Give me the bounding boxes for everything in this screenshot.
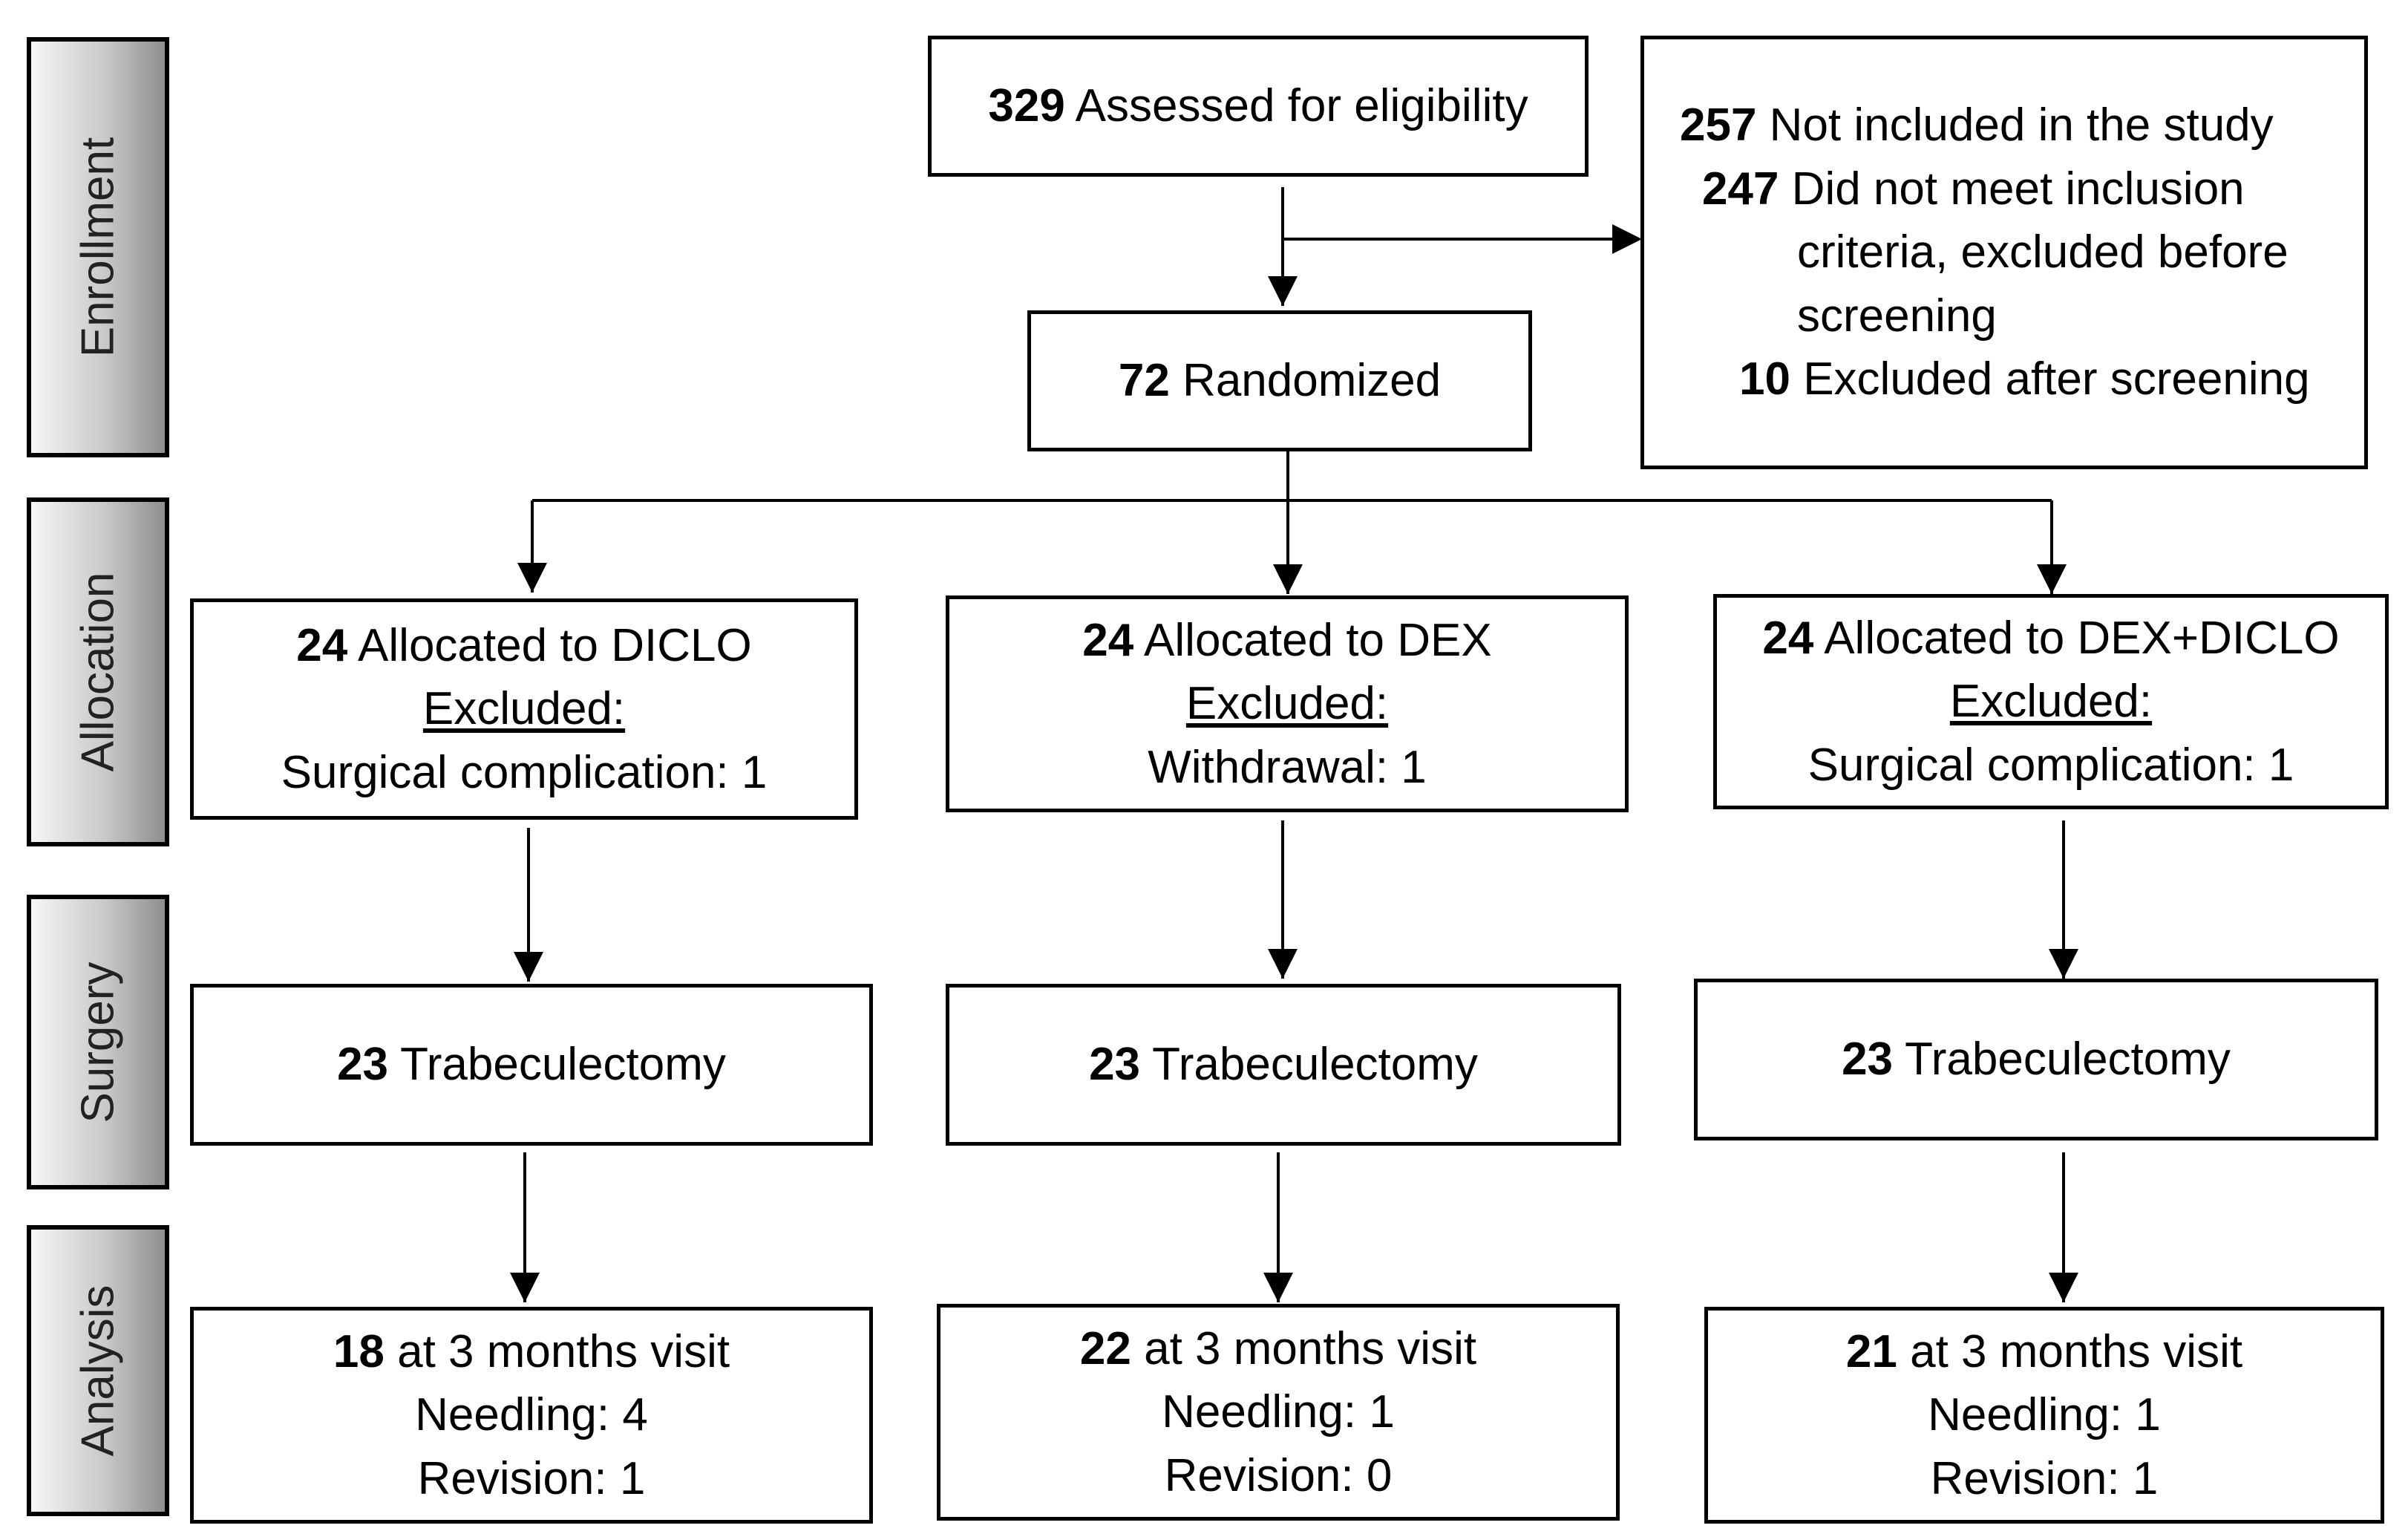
criteria-line-1: 247 Did not meet inclusion xyxy=(1680,157,2245,221)
allocated-count: 24 xyxy=(296,619,348,671)
excluded-label: Excluded: xyxy=(1185,678,1389,730)
excluded-reason: Withdrawal: 1 xyxy=(1148,741,1427,793)
arrowhead-analysis-1 xyxy=(510,1273,540,1302)
visit-text: at 3 months visit xyxy=(1131,1322,1477,1374)
not-included-box: 257 Not included in the study 247 Did no… xyxy=(1640,36,2368,469)
arrowhead-alloc-dex xyxy=(1273,564,1303,594)
stage-enrollment: Enrollment xyxy=(27,37,169,457)
arrowhead-not-included xyxy=(1612,224,1642,254)
surgery-line: 23 Trabeculectomy xyxy=(1089,1033,1478,1097)
arrowhead-surgery-1 xyxy=(514,952,543,982)
arrowhead-alloc-diclo xyxy=(517,563,547,593)
assessed-count: 329 xyxy=(988,80,1065,132)
excluded-label: Excluded: xyxy=(422,683,626,735)
criteria-text-2: criteria, excluded before xyxy=(1797,226,2288,278)
allocation-box-dex-diclo: 24 Allocated to DEX+DICLO Excluded: Surg… xyxy=(1713,594,2389,809)
arrowhead-surgery-2 xyxy=(1268,949,1298,979)
not-included-text: Not included in the study xyxy=(1756,99,2274,151)
surgery-text: Trabeculectomy xyxy=(1140,1039,1478,1091)
randomized-count: 72 xyxy=(1118,355,1170,407)
randomized-line: 72 Randomized xyxy=(1119,349,1441,413)
surgery-text: Trabeculectomy xyxy=(388,1039,726,1091)
surgery-count: 23 xyxy=(1089,1039,1141,1091)
allocated-text: Allocated to DICLO xyxy=(347,619,752,671)
screening-count: 10 xyxy=(1739,353,1790,405)
arrowhead-randomized xyxy=(1268,276,1298,306)
allocated-text: Allocated to DEX+DICLO xyxy=(1813,612,2340,664)
stage-enrollment-label: Enrollment xyxy=(72,137,124,358)
excluded-reason: Surgical complication: 1 xyxy=(281,746,768,798)
criteria-text-1: Did not meet inclusion xyxy=(1779,163,2245,215)
revision-text: Revision: 1 xyxy=(1930,1452,2159,1504)
needling-text: Needling: 1 xyxy=(1928,1389,2161,1441)
allocated-text: Allocated to DEX xyxy=(1133,614,1492,666)
allocated-line: 24 Allocated to DEX xyxy=(1082,609,1491,673)
visit-text: at 3 months visit xyxy=(384,1325,730,1377)
screening-line: 10 Excluded after screening xyxy=(1680,347,2310,411)
criteria-line-2: criteria, excluded before xyxy=(1680,221,2288,284)
assessed-line: 329 Assessed for eligibility xyxy=(988,74,1528,138)
randomized-box: 72 Randomized xyxy=(1027,310,1532,451)
surgery-text: Trabeculectomy xyxy=(1893,1034,2231,1086)
assessed-box: 329 Assessed for eligibility xyxy=(928,36,1589,177)
revision-text: Revision: 0 xyxy=(1164,1449,1393,1501)
analysis-box-dex-diclo: 21 at 3 months visit Needling: 1 Revisio… xyxy=(1704,1307,2384,1524)
visit-count: 22 xyxy=(1079,1322,1131,1374)
arrowhead-surgery-3 xyxy=(2049,949,2078,979)
surgery-box-dex: 23 Trabeculectomy xyxy=(946,984,1621,1146)
allocated-line: 24 Allocated to DEX+DICLO xyxy=(1762,607,2339,670)
visit-count: 21 xyxy=(1845,1325,1897,1377)
criteria-text-3: screening xyxy=(1797,290,1997,342)
needling-text: Needling: 1 xyxy=(1162,1386,1395,1438)
stage-allocation-label: Allocation xyxy=(72,572,124,772)
excluded-label: Excluded: xyxy=(1949,676,2153,728)
allocated-count: 24 xyxy=(1762,612,1814,664)
visit-line: 21 at 3 months visit xyxy=(1846,1320,2242,1384)
allocation-box-dex: 24 Allocated to DEX Excluded: Withdrawal… xyxy=(946,595,1629,812)
visit-text: at 3 months visit xyxy=(1897,1325,2243,1377)
arrowhead-analysis-3 xyxy=(2049,1273,2078,1302)
excluded-reason: Surgical complication: 1 xyxy=(1807,739,2294,791)
surgery-count: 23 xyxy=(1842,1034,1894,1086)
surgery-line: 23 Trabeculectomy xyxy=(337,1033,726,1097)
stage-analysis: Analysis xyxy=(27,1225,169,1516)
surgery-box-diclo: 23 Trabeculectomy xyxy=(190,984,873,1146)
surgery-line: 23 Trabeculectomy xyxy=(1842,1028,2231,1091)
needling-text: Needling: 4 xyxy=(415,1389,648,1441)
analysis-box-diclo: 18 at 3 months visit Needling: 4 Revisio… xyxy=(190,1307,873,1524)
surgery-count: 23 xyxy=(337,1039,389,1091)
analysis-box-dex: 22 at 3 months visit Needling: 1 Revisio… xyxy=(937,1304,1620,1521)
visit-line: 18 at 3 months visit xyxy=(333,1320,730,1384)
not-included-line: 257 Not included in the study xyxy=(1680,94,2274,157)
stage-analysis-label: Analysis xyxy=(72,1285,124,1457)
visit-count: 18 xyxy=(333,1325,385,1377)
allocated-count: 24 xyxy=(1082,614,1134,666)
allocation-box-diclo: 24 Allocated to DICLO Excluded: Surgical… xyxy=(190,598,858,820)
screening-text: Excluded after screening xyxy=(1790,353,2310,405)
visit-line: 22 at 3 months visit xyxy=(1080,1317,1476,1381)
surgery-box-dex-diclo: 23 Trabeculectomy xyxy=(1694,979,2378,1140)
criteria-count: 247 xyxy=(1702,163,1779,215)
stage-surgery-label: Surgery xyxy=(72,961,124,1123)
stage-allocation: Allocation xyxy=(27,497,169,846)
revision-text: Revision: 1 xyxy=(417,1452,646,1504)
arrowhead-alloc-dexdiclo xyxy=(2037,564,2067,594)
stage-surgery: Surgery xyxy=(27,895,169,1189)
criteria-line-3: screening xyxy=(1680,284,1997,348)
arrowhead-analysis-2 xyxy=(1263,1273,1293,1302)
not-included-count: 257 xyxy=(1680,99,1757,151)
allocated-line: 24 Allocated to DICLO xyxy=(296,614,751,678)
assessed-text: Assessed for eligibility xyxy=(1064,80,1528,132)
randomized-text: Randomized xyxy=(1169,355,1442,407)
